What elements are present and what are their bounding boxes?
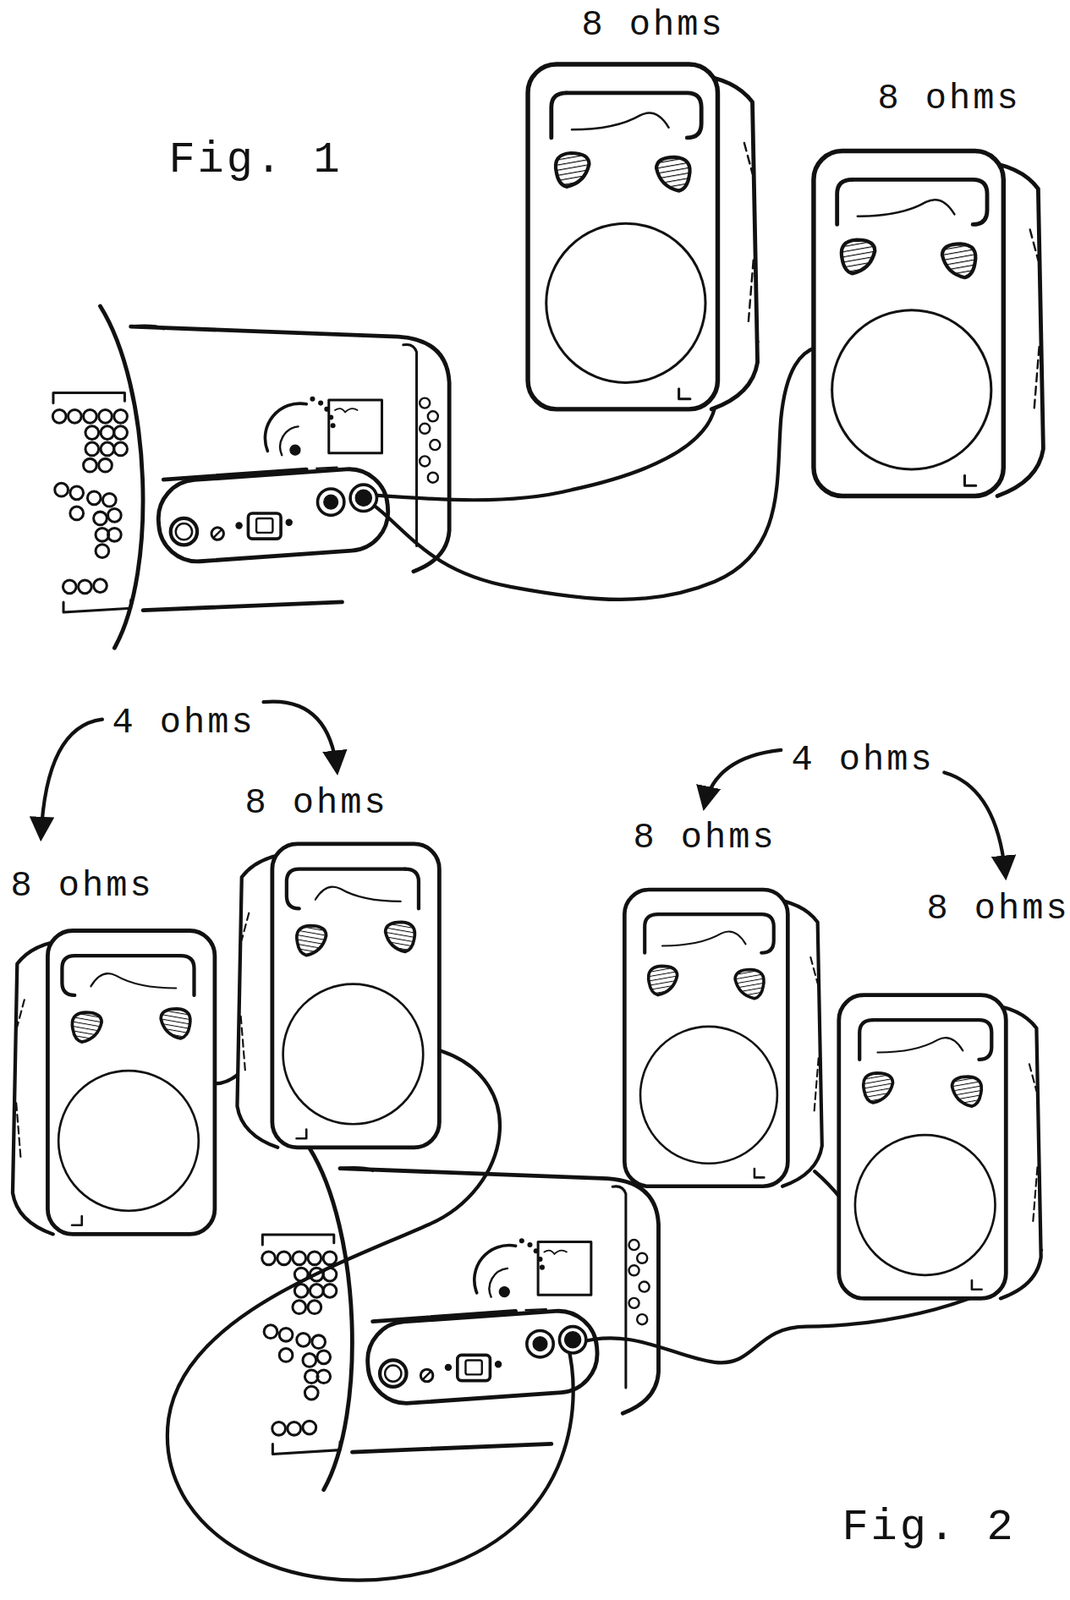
amplifier: [262, 1147, 659, 1490]
impedance-label: 8 ohms: [877, 81, 1021, 117]
pointer-arrows: [40, 702, 1005, 877]
figure-label: Fig. 1: [168, 138, 342, 183]
speaker: [624, 889, 822, 1187]
speaker: [839, 995, 1042, 1300]
amplifier: [52, 306, 450, 648]
speaker: [527, 64, 758, 410]
impedance-label: 4 ohms: [111, 705, 255, 741]
figure-two: [12, 702, 1042, 1581]
speaker: [236, 844, 439, 1148]
impedance-label: 8 ohms: [581, 7, 725, 44]
figure-one: [52, 64, 1043, 648]
speaker: [12, 930, 215, 1235]
speaker: [813, 151, 1043, 497]
impedance-label: 8 ohms: [926, 891, 1070, 928]
impedance-label: 8 ohms: [632, 820, 776, 856]
impedance-label: 8 ohms: [244, 785, 388, 822]
figure-label: Fig. 2: [841, 1506, 1016, 1551]
impedance-label: 4 ohms: [790, 742, 934, 779]
impedance-label: 8 ohms: [10, 868, 154, 905]
